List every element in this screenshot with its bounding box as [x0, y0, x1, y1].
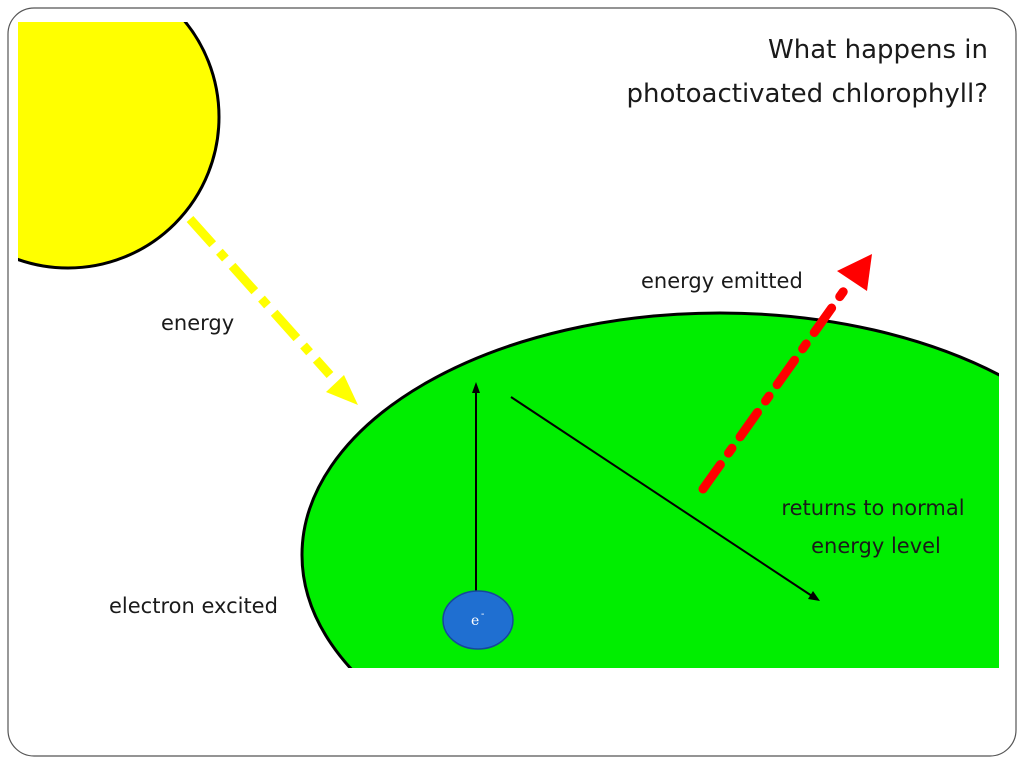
electron-icon: e - — [442, 590, 514, 650]
energy-emitted-label: energy emitted — [641, 269, 803, 293]
emitted-energy-arrow — [698, 254, 872, 494]
sun-icon — [18, 22, 221, 270]
title-line-2: photoactivated chlorophyll? — [627, 79, 988, 109]
returns-label-line-1: returns to normal — [781, 496, 964, 520]
incoming-energy-arrow — [186, 215, 358, 405]
electron-excited-label: electron excited — [109, 594, 278, 618]
title-line-1: What happens in — [768, 35, 988, 65]
energy-label: energy — [161, 311, 234, 335]
electron-symbol: e — [471, 613, 479, 629]
return-arrow — [510, 396, 820, 601]
excitation-arrow — [472, 382, 480, 593]
electron-charge: - — [481, 609, 484, 620]
returns-label-line-2: energy level — [811, 534, 941, 558]
